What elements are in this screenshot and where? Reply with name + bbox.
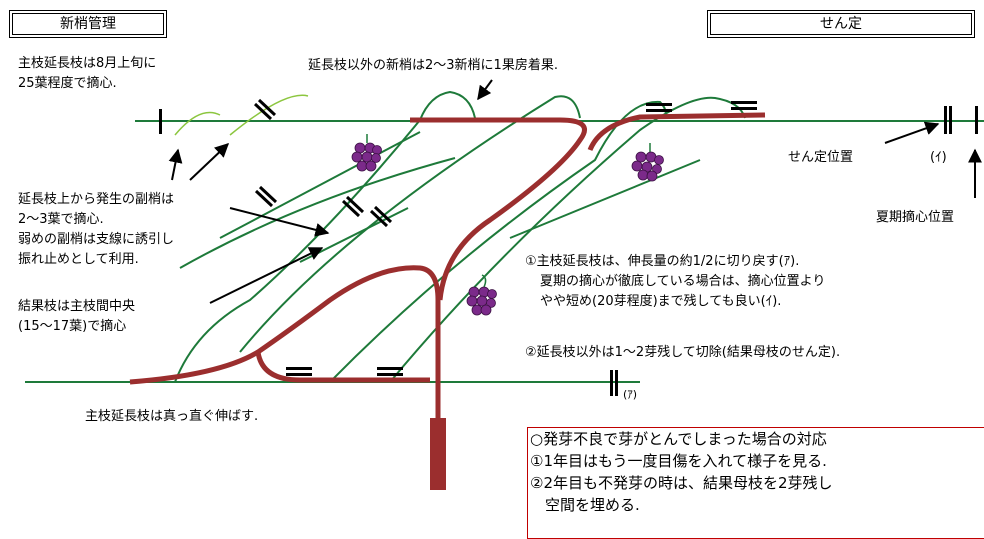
shoot: [239, 95, 581, 353]
shoot: [389, 96, 746, 383]
arrow: [189, 143, 230, 181]
note-other-shoots: 延長枝以外の新梢は2～3新梢に1果房着果.: [308, 58, 558, 73]
trunk-branch: [587, 112, 766, 152]
pinch-marks: [159, 101, 978, 396]
note-secondary-shoots: 延長枝上から発生の副梢は 2～3葉で摘心. 弱めの副梢は支線に誘引し 振れ止めと…: [18, 192, 175, 267]
arrows: [168, 79, 982, 304]
lower-cordon: [255, 351, 430, 383]
arrow: [477, 79, 493, 101]
shoot: [299, 207, 409, 263]
trunk-base: [430, 418, 446, 490]
trunk: [129, 265, 441, 490]
shoot: [509, 159, 701, 239]
arrow: [209, 247, 324, 304]
grape-cluster: [631, 143, 664, 182]
header-pruning: せん定: [707, 10, 975, 38]
header-shoot-management: 新梢管理: [9, 10, 167, 38]
vine-diagram: [25, 79, 984, 490]
secondary-shoot: [174, 111, 221, 136]
note-line: 空間を埋める.: [530, 496, 640, 514]
arrow: [168, 148, 183, 181]
trunk-branch: [410, 117, 587, 301]
shoot: [174, 90, 476, 383]
note-line: ②2年目も不発芽の時は、結果母枝を2芽残し: [530, 474, 833, 492]
label-pruning-position: せん定位置: [788, 150, 854, 165]
label-a: (ｱ): [623, 388, 638, 401]
poor-budding-note-box: ○発芽不良で芽がとんでしまった場合の対応 ①1年目はもう一度目傷を入れて様子を見…: [527, 427, 984, 539]
note-pruning-1: ①主枝延長枝は、伸長量の約1/2に切り戻す(ｱ). 夏期の摘心が徹底している場合…: [525, 254, 826, 309]
note-line: ①1年目はもう一度目傷を入れて様子を見る.: [530, 452, 827, 470]
grape-cluster: [466, 274, 497, 316]
grape-cluster: [351, 134, 382, 172]
note-straight-extension: 主枝延長枝は真っ直ぐ伸ばす.: [85, 409, 259, 424]
slanted-pinch-marks: [253, 98, 393, 228]
arrow: [229, 207, 330, 237]
note-line: ○発芽不良で芽がとんでしまった場合の対応: [530, 430, 827, 448]
note-pruning-2: ②延長枝以外は1～2芽残して切除(結果母枝のせん定).: [525, 345, 841, 360]
shoot: [329, 100, 667, 383]
secondary-shoot: [229, 94, 309, 136]
shoot: [219, 131, 421, 239]
label-i: (ｲ): [930, 150, 947, 165]
label-summer-pinch-position: 夏期摘心位置: [876, 210, 955, 225]
arrow: [884, 121, 940, 144]
shoot: [179, 157, 456, 269]
note-main-extension-pinch: 主枝延長枝は8月上旬に 25葉程度で摘心.: [18, 56, 157, 91]
note-fruiting-branch: 結果枝は主枝間中央 (15～17葉)で摘心: [18, 299, 136, 334]
